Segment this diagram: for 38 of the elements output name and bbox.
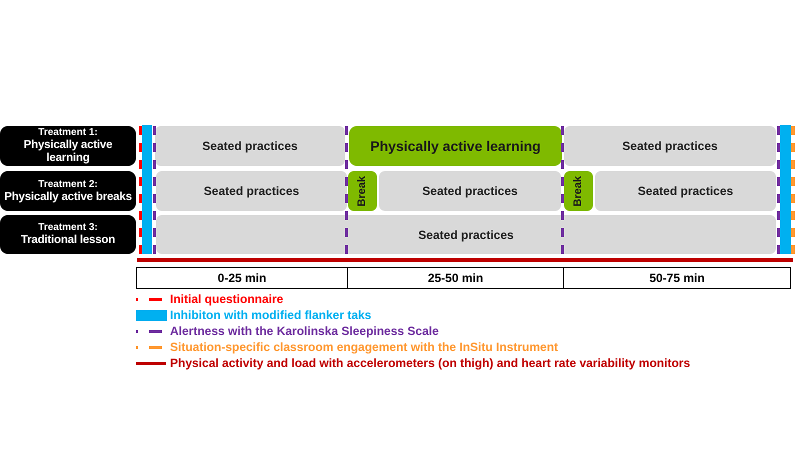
seated-practice-block: [155, 126, 345, 166]
block-label: Physically active learning: [370, 136, 541, 156]
break-label: Break: [357, 176, 368, 206]
time-label: 0-25 min: [218, 270, 266, 287]
active-learning-block: [349, 126, 562, 166]
legend-label: Inhibiton with modified flanker taks: [170, 308, 372, 323]
time-interval-box: [563, 267, 791, 289]
block-label: Seated practices: [418, 226, 514, 244]
treatment-name: Physically active learning: [22, 139, 114, 165]
break-block: [348, 171, 377, 211]
block-label: Seated practices: [204, 183, 300, 200]
treatment-name: Traditional lesson: [20, 234, 116, 247]
time-interval-box: [136, 267, 348, 289]
treatment-number: Treatment 1:: [38, 127, 98, 139]
seated-practice-block: [156, 171, 347, 211]
time-label: 25-50 min: [428, 270, 484, 287]
block-label: Seated practices: [422, 183, 518, 200]
treatment-name: Physically active breaks: [4, 190, 132, 204]
seated-practice-block: [595, 171, 776, 211]
break-label: Break: [573, 176, 584, 206]
seated-practice-block: [564, 126, 776, 166]
legend-label: Initial questionnaire: [170, 292, 284, 307]
block-label: Seated practices: [638, 183, 734, 200]
time-interval-box: [347, 267, 564, 289]
treatment-number: Treatment 2:: [38, 178, 98, 190]
block-label: Seated practices: [202, 138, 298, 155]
legend-label: Physical activity and load with accelerometers (on thigh) and heart rate variability monitors: [170, 356, 690, 371]
treatment-label-box: [0, 215, 136, 254]
seated-practice-block: [156, 215, 776, 254]
legend-label: Alertness with the Karolinska Sleepiness Scale: [170, 324, 439, 339]
treatment-label-box: [0, 171, 136, 211]
time-label: 50-75 min: [649, 270, 705, 287]
block-label: Seated practices: [622, 138, 718, 155]
break-block: [564, 171, 593, 211]
legend-label: Situation-specific classroom engagement with the InSitu Instrument: [170, 340, 558, 355]
treatment-label-box: [0, 126, 136, 166]
seated-practice-block: [379, 171, 561, 211]
treatment-number: Treatment 3:: [38, 222, 98, 234]
